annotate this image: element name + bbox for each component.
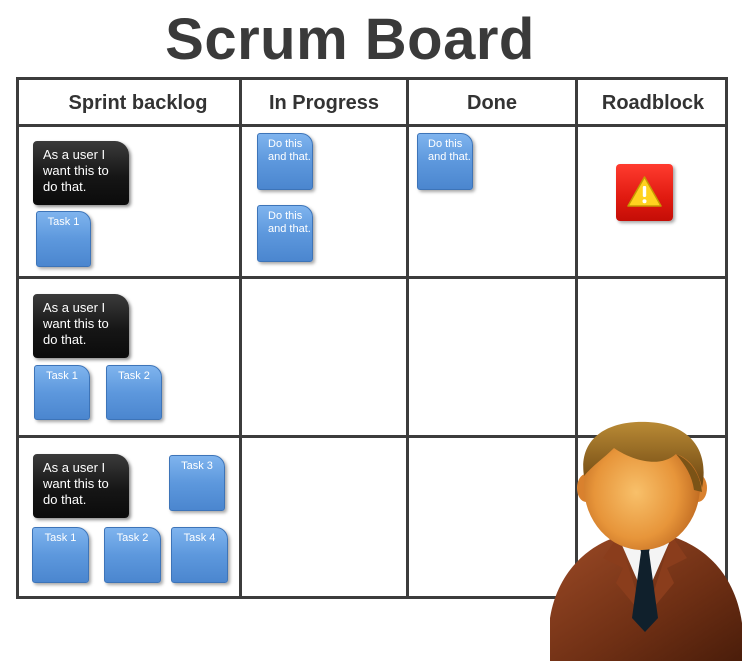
in-progress-card[interactable]: Do this and that. [257,205,313,262]
page-title: Scrum Board [165,7,535,72]
task-card[interactable]: Task 1 [34,365,90,420]
task-card[interactable]: Task 3 [169,455,225,511]
user-story-card[interactable]: As a user I want this to do that. [33,294,129,358]
user-story-card[interactable]: As a user I want this to do that. [33,454,129,518]
column-header-sprint-backlog: Sprint backlog [68,92,208,114]
row-divider [16,276,728,279]
column-header-in-progress: In Progress [268,92,380,114]
warning-icon[interactable] [616,164,673,221]
column-header-roadblock: Roadblock [601,92,705,114]
warning-triangle-icon [627,176,662,207]
task-card[interactable]: Task 1 [32,527,89,583]
task-card[interactable]: Task 2 [106,365,162,420]
row-divider [16,435,728,438]
column-divider [575,77,578,599]
task-card[interactable]: Task 4 [171,527,228,583]
scrum-board [16,77,728,599]
user-story-card[interactable]: As a user I want this to do that. [33,141,129,205]
done-card[interactable]: Do this and that. [417,133,473,190]
in-progress-card[interactable]: Do this and that. [257,133,313,190]
row-divider [16,124,728,127]
column-divider [406,77,409,599]
task-card[interactable]: Task 1 [36,211,91,267]
column-header-done: Done [467,92,517,114]
column-divider [239,77,242,599]
user-avatar-icon [550,421,742,661]
task-card[interactable]: Task 2 [104,527,161,583]
